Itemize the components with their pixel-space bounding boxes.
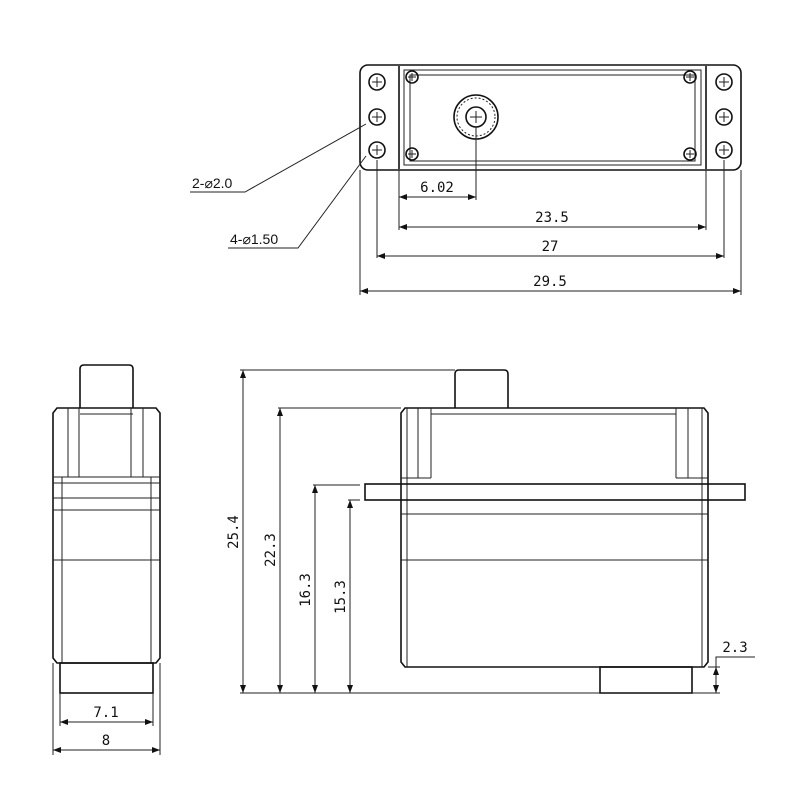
case-screw-icon: [405, 147, 419, 161]
front-view: 25.4 22.3 16.3 15.3 2.3: [226, 369, 755, 694]
mount-hole-icon: [368, 108, 386, 126]
dim-8: 8: [102, 733, 110, 749]
mount-hole-icon: [368, 141, 386, 159]
dim-22-3: 22.3: [263, 533, 279, 567]
side-view: 7.1 8: [52, 364, 161, 755]
mount-hole-icon: [715, 108, 733, 126]
case-screw-icon: [405, 70, 419, 84]
top-outline: [359, 64, 742, 171]
dim-23-5: 23.5: [535, 210, 569, 226]
mount-flange: [364, 483, 746, 501]
dim-2-3: 2.3: [722, 640, 747, 656]
mount-hole-icon: [715, 73, 733, 91]
dim-7-1: 7.1: [93, 705, 118, 721]
case-screw-icon: [683, 147, 697, 161]
dim-6-02: 6.02: [420, 180, 454, 196]
top-view: 6.02 23.5 27 29.5 2-⌀2.0 4-⌀1.50: [190, 64, 742, 295]
mount-hole-icon: [368, 73, 386, 91]
dim-25-4: 25.4: [226, 515, 242, 549]
callout-hole-2: 2-⌀2.0: [192, 175, 233, 191]
dim-27: 27: [542, 239, 559, 255]
dim-16-3: 16.3: [298, 573, 314, 607]
case-screw-icon: [683, 70, 697, 84]
dim-15-3: 15.3: [333, 580, 349, 614]
mount-hole-icon: [715, 141, 733, 159]
dim-29-5: 29.5: [533, 274, 567, 290]
callout-hole-1-5: 4-⌀1.50: [230, 231, 278, 247]
